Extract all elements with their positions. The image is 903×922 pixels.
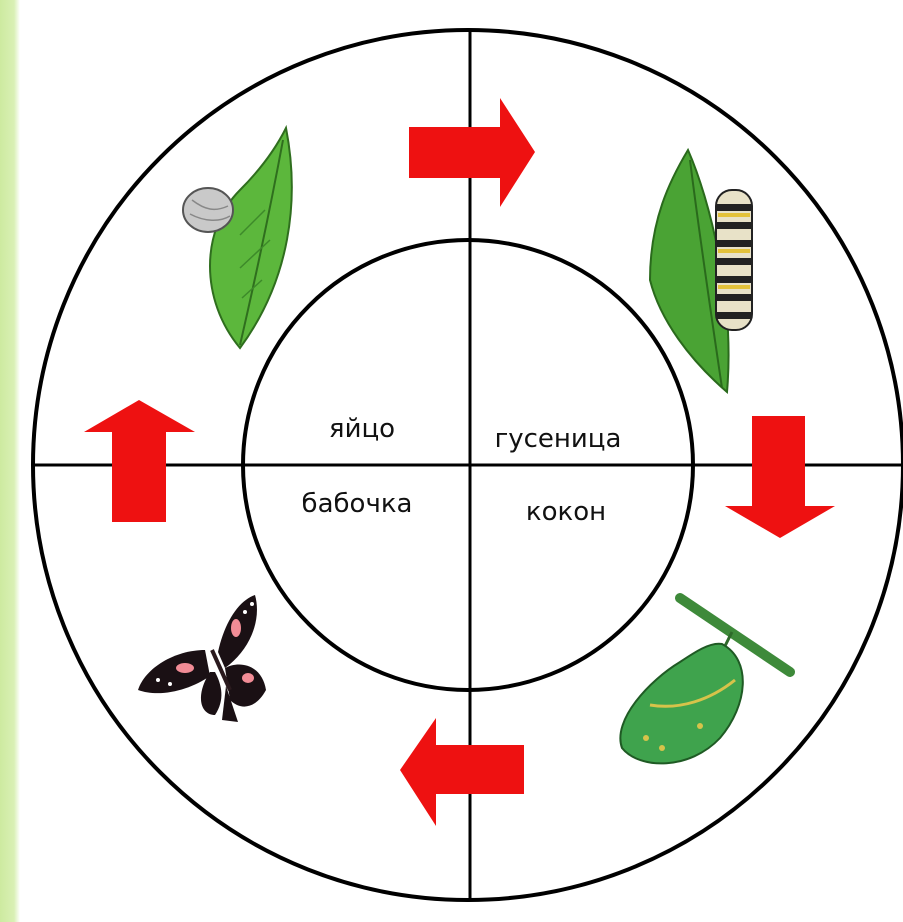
label-butterfly: бабочка <box>302 489 413 519</box>
label-cocoon: кокон <box>526 497 606 527</box>
label-caterpillar: гусеница <box>495 424 622 454</box>
label-egg: яйцо <box>329 414 395 444</box>
